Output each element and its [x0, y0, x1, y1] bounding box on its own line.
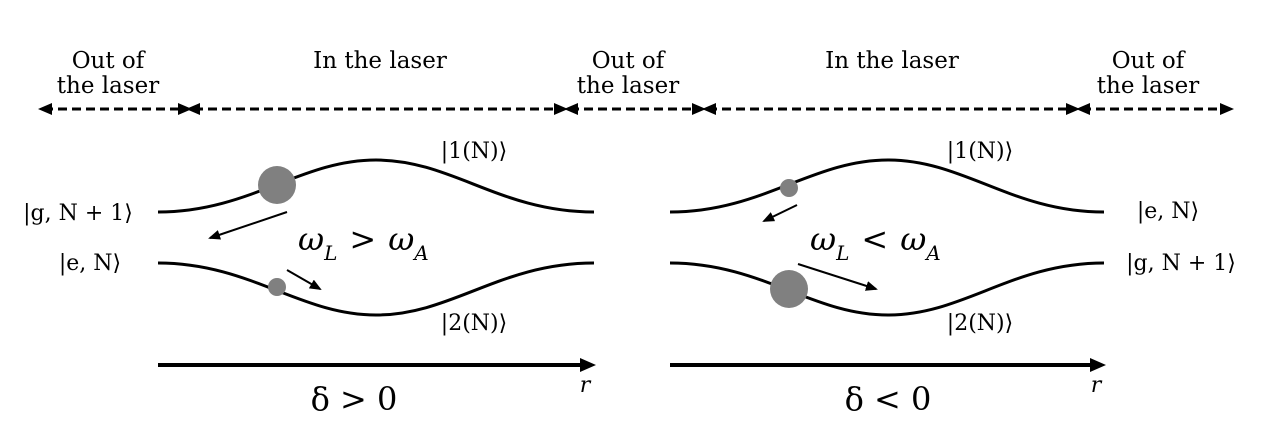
right-r-axis-arrowhead — [1090, 358, 1106, 372]
left-r-axis-arrowhead — [580, 358, 596, 372]
left-delta-label: δ > 0 — [311, 380, 398, 418]
region-label-out-right-1: Out of — [1112, 48, 1186, 74]
left-lower-population-dot — [268, 278, 286, 296]
right-lower-population-dot — [770, 270, 808, 308]
region-label-out-middle-1: Out of — [592, 48, 666, 74]
left-omega-relation: ωL>ωA — [298, 220, 429, 265]
right-upper-level-curve — [669, 158, 1105, 214]
right-r-axis-label: r — [1091, 373, 1103, 398]
region-arrowheads — [38, 103, 1234, 115]
region-label-out-right-2: the laser — [1097, 73, 1199, 99]
right-lower-flow-arrow — [797, 263, 878, 291]
left-upper-population-dot — [258, 166, 296, 204]
left-upper-flow-arrow — [208, 211, 288, 240]
left-lower-level-curve — [157, 261, 595, 317]
left-bare-state-upper: |g, N + 1⟩ — [23, 201, 133, 226]
right-upper-flow-arrow — [762, 204, 798, 222]
region-label-out-middle-2: the laser — [577, 73, 679, 99]
left-dressed-state-lower: |2(N)⟩ — [441, 311, 507, 336]
right-panel: |e, N⟩ |g, N + 1⟩ |1(N)⟩ |2(N)⟩ ωL<ωA r … — [669, 139, 1236, 418]
right-delta-label: δ < 0 — [845, 380, 932, 418]
right-bare-state-upper: |e, N⟩ — [1137, 199, 1199, 224]
left-dressed-state-upper: |1(N)⟩ — [441, 139, 507, 164]
right-dressed-state-lower: |2(N)⟩ — [947, 311, 1013, 336]
right-lower-level-curve — [669, 261, 1105, 317]
left-upper-level-curve — [157, 158, 595, 214]
right-dressed-state-upper: |1(N)⟩ — [947, 139, 1013, 164]
region-label-in-right: In the laser — [825, 48, 959, 74]
region-label-out-left-1: Out of — [72, 48, 146, 74]
right-omega-relation: ωL<ωA — [810, 220, 941, 265]
region-label-in-left: In the laser — [313, 48, 447, 74]
left-bare-state-lower: |e, N⟩ — [59, 251, 121, 276]
right-bare-state-lower: |g, N + 1⟩ — [1126, 251, 1236, 276]
right-upper-population-dot — [780, 179, 798, 197]
left-r-axis-label: r — [580, 373, 592, 398]
region-label-out-left-2: the laser — [57, 73, 159, 99]
left-panel: |g, N + 1⟩ |e, N⟩ |1(N)⟩ |2(N)⟩ ωL>ωA r … — [23, 139, 596, 418]
left-lower-flow-arrow — [286, 269, 322, 290]
